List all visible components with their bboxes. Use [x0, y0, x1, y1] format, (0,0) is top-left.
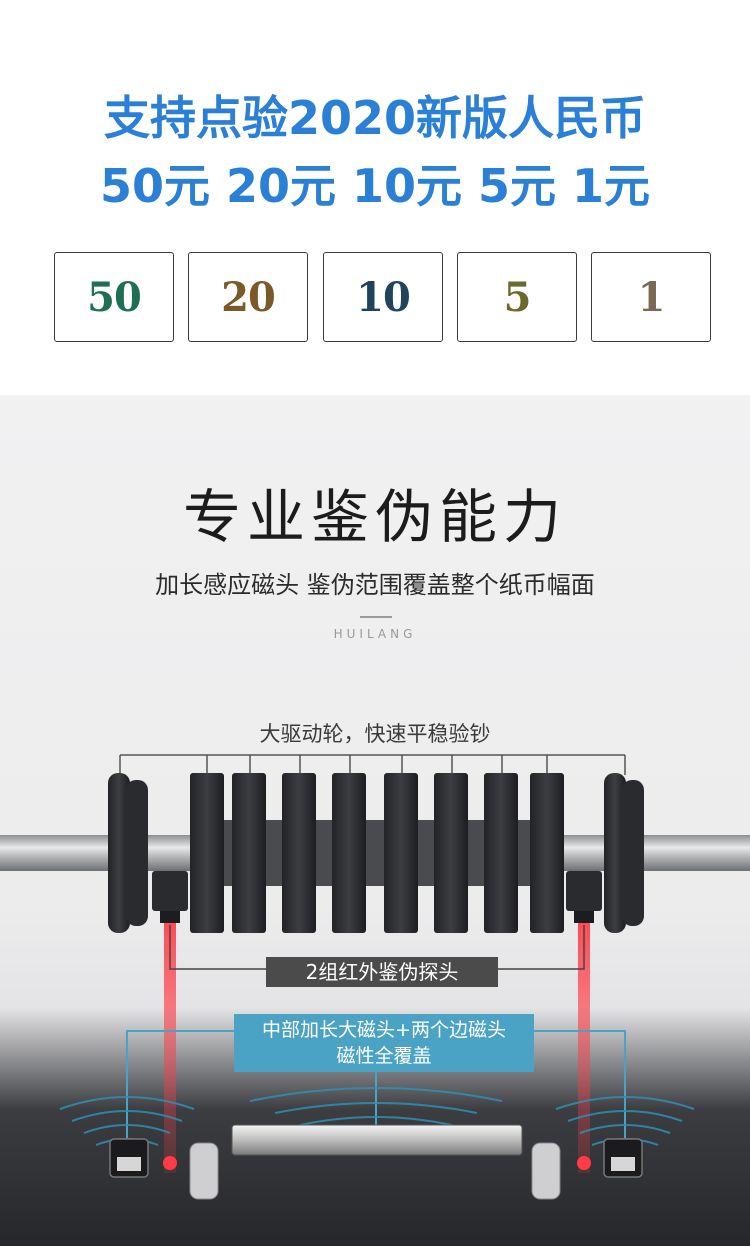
banknote-50-card: 50 — [54, 252, 174, 342]
right-roller — [531, 1142, 561, 1200]
right-laser-spot — [577, 1156, 591, 1170]
banknote-5-label: 5 — [503, 273, 532, 321]
detector-illustration — [0, 754, 750, 1200]
right-laser-beam — [578, 923, 590, 1173]
infrared-callout: 2组红外鉴伪探头 — [266, 957, 498, 987]
center-long-magnetic-head — [231, 1124, 523, 1156]
left-laser-beam — [164, 923, 176, 1173]
infrared-callout-lines — [169, 925, 585, 970]
magnetic-callout: 中部加长大磁头+两个边磁头 磁性全覆盖 — [234, 1014, 534, 1072]
right-pulley — [604, 773, 626, 933]
banknote-1-card: 1 — [591, 252, 711, 342]
section-subtitle: 加长感应磁头 鉴伪范围覆盖整个纸币幅面 — [155, 571, 595, 599]
wheel-callout-bracket — [119, 754, 626, 775]
left-roller — [189, 1142, 219, 1200]
headline-line-2: 50元 20元 10元 5元 1元 — [99, 159, 651, 213]
magnetic-wave-arcs — [59, 1087, 695, 1146]
banknote-10-label: 10 — [356, 273, 411, 321]
left-laser-spot — [163, 1156, 177, 1170]
banknote-20-label: 20 — [221, 273, 276, 321]
banknote-list: 50 20 10 5 1 — [54, 252, 712, 342]
banknote-5-card: 5 — [457, 252, 577, 342]
banknote-50-label: 50 — [87, 273, 142, 321]
section-divider — [360, 616, 392, 618]
wheel-callout: 大驱动轮，快速平稳验钞 — [259, 722, 491, 746]
right-infrared-sensor — [566, 871, 602, 911]
top-banner: 支持点验2020新版人民币 50元 20元 10元 5元 1元 50 20 10… — [0, 0, 750, 395]
left-pulley — [108, 773, 130, 933]
magnetic-callout-line-1: 中部加长大磁头+两个边磁头 — [262, 1019, 506, 1041]
banknote-1-label: 1 — [637, 273, 666, 321]
left-infrared-sensor — [152, 871, 188, 911]
banknote-20-card: 20 — [188, 252, 308, 342]
headline-line-1: 支持点验2020新版人民币 — [103, 91, 647, 145]
drive-wheels — [190, 773, 564, 933]
magnetic-callout-line-2: 磁性全覆盖 — [336, 1045, 432, 1067]
brand-wordmark: HUILANG — [333, 627, 417, 641]
section-title: 专业鉴伪能力 — [182, 483, 567, 551]
banknote-10-card: 10 — [323, 252, 443, 342]
